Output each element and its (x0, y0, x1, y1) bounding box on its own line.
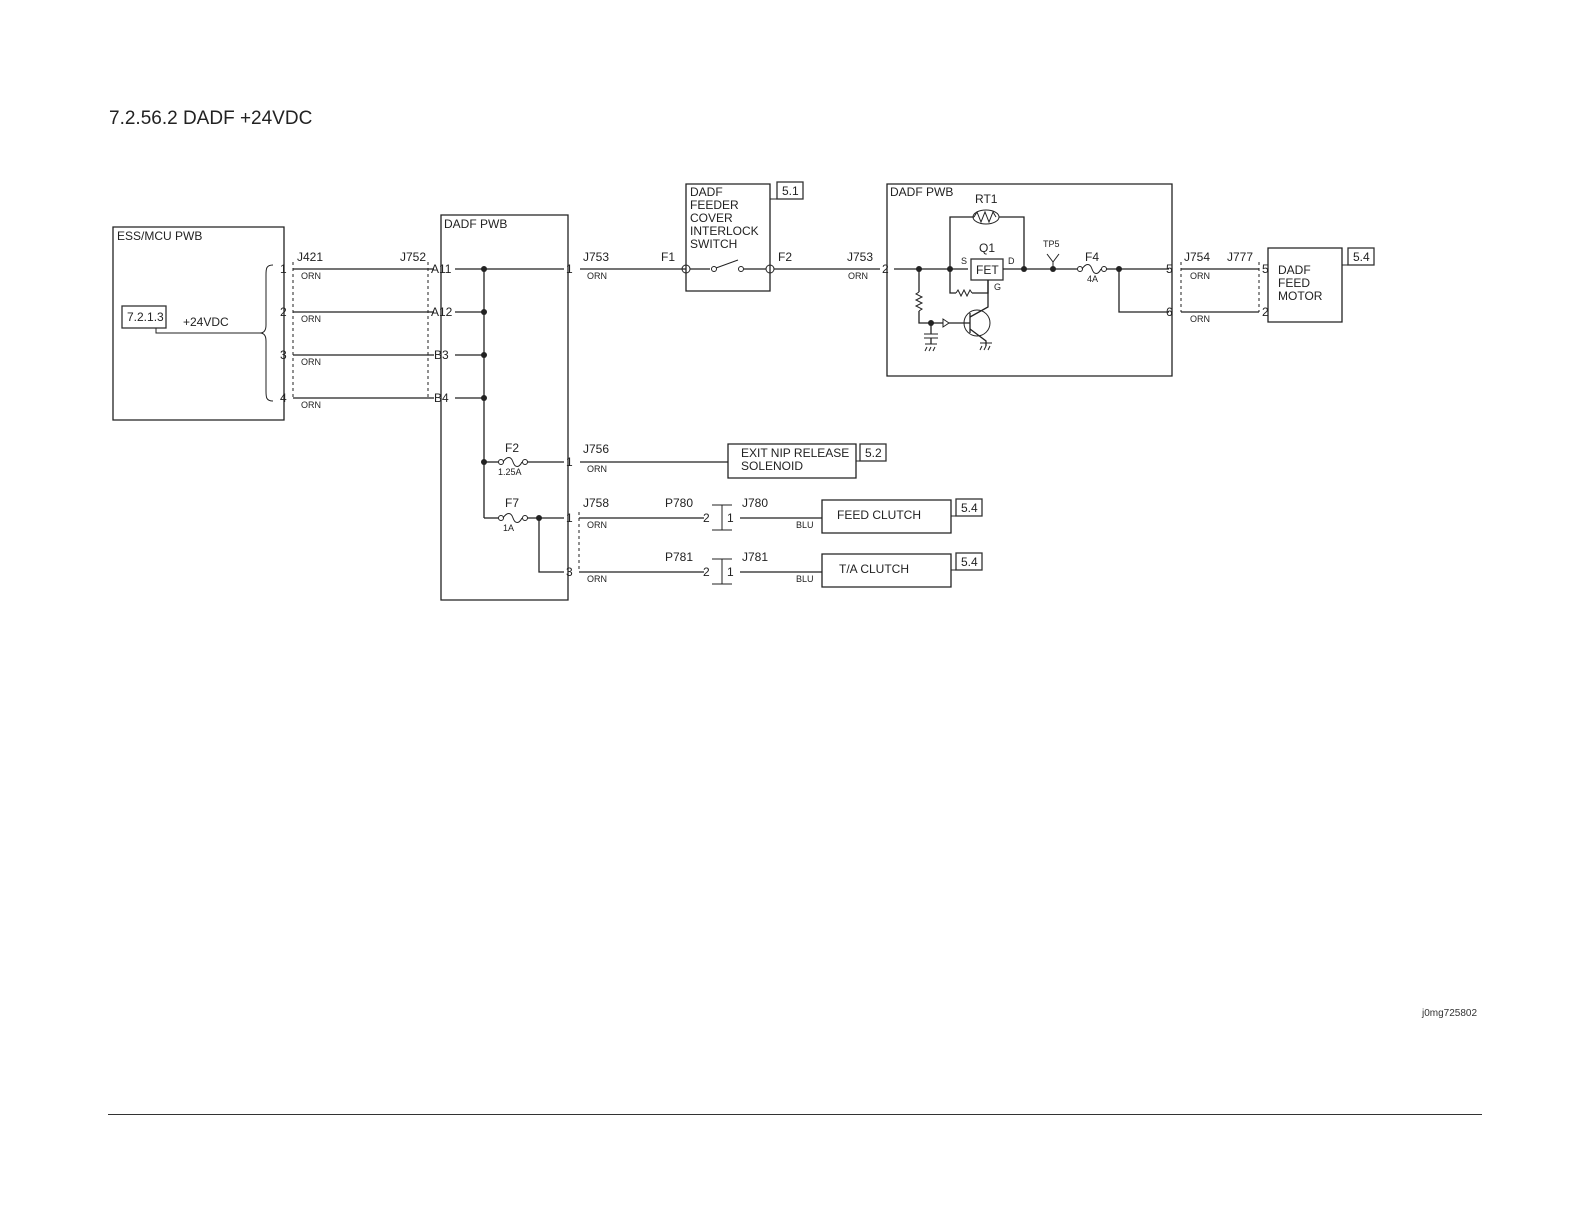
ess-pin-3: 3 (280, 348, 287, 362)
j781-label: J781 (742, 550, 768, 564)
j758-circuit: J758 ORN P780 2 1 J780 BLU FEED CLUTCH 5… (578, 496, 983, 588)
f2-rating: 1.25A (498, 467, 522, 477)
f7-fuse-label: F7 (505, 496, 519, 510)
switch-label-line-3: COVER (690, 211, 733, 225)
wire-color-blu: BLU (796, 574, 814, 584)
switch-label-line-1: DADF (690, 185, 723, 199)
harness-j754-j777: J754 J777 ORN ORN 5 2 (1180, 250, 1269, 324)
ta-clutch-ref-box: 5.4 (961, 555, 978, 569)
wire-color-blu: BLU (796, 520, 814, 530)
solenoid-ref-box: 5.2 (865, 446, 882, 460)
motor-label-line-3: MOTOR (1278, 289, 1323, 303)
fet-drain-label: D (1008, 256, 1015, 266)
wire-color-orn: ORN (587, 464, 607, 474)
f4-label: F4 (1085, 250, 1099, 264)
motor-label-line-1: DADF (1278, 263, 1311, 277)
feed-clutch-ref-box: 5.4 (961, 501, 978, 515)
j754-pin-5: 5 (1166, 262, 1173, 276)
f2-fuse-label: F2 (505, 441, 519, 455)
fet-source-label: S (961, 256, 967, 266)
solenoid-label-line-1: EXIT NIP RELEASE (741, 446, 849, 460)
j752-pin-a11: A11 (431, 262, 452, 276)
j777-pin-5: 5 (1262, 262, 1269, 276)
j754-pin-6: 6 (1166, 305, 1173, 319)
wire-color-orn: ORN (1190, 271, 1210, 281)
p781-label: P781 (665, 550, 693, 564)
wire-color-orn: ORN (301, 400, 321, 410)
f7-rating: 1A (503, 523, 514, 533)
wire-color-orn: ORN (301, 271, 321, 281)
ess-pin-2: 2 (280, 305, 287, 319)
solenoid-label-line-2: SOLENOID (741, 459, 803, 473)
harness-j421-j752: J421 J752 ORN ORN ORN ORN (292, 250, 434, 410)
j753-label: J753 (583, 250, 609, 264)
j777-pin-2: 2 (1262, 305, 1269, 319)
vdc-label: +24VDC (183, 315, 229, 329)
q1-label: Q1 (979, 241, 995, 255)
p781-pin-1: 1 (727, 565, 734, 579)
wire-color-orn: ORN (848, 271, 868, 281)
j777-label: J777 (1227, 250, 1253, 264)
motor-ref-box: 5.4 (1353, 250, 1370, 264)
j752-pin-a12: A12 (431, 305, 453, 319)
j753b-pin-2: 2 (882, 262, 889, 276)
wire-color-orn: ORN (587, 520, 607, 530)
j753b-label: J753 (847, 250, 873, 264)
ess-mcu-pwb-block: ESS/MCU PWB 7.2.1.3 +24VDC 1 2 3 4 (112, 226, 287, 421)
j756-label: J756 (583, 442, 609, 456)
wire-color-orn: ORN (587, 271, 607, 281)
j752-pin-b3: B3 (434, 348, 449, 362)
wire-color-orn: ORN (587, 574, 607, 584)
page-title: 7.2.56.2 DADF +24VDC (109, 108, 313, 129)
figure-id: j0mg725802 (1422, 1008, 1478, 1019)
dadf-pwb-left-block: DADF PWB A11 A12 B3 B4 1 F2 1.25A 1 (431, 214, 573, 601)
dadf-pwb-right-label: DADF PWB (890, 185, 953, 199)
j758-pin-1: 1 (566, 511, 573, 525)
dadf-pwb-left-label: DADF PWB (444, 217, 507, 231)
j758-pin-3: 3 (566, 565, 573, 579)
j421-label: J421 (297, 250, 323, 264)
j756-circuit: J756 ORN EXIT NIP RELEASE SOLENOID 5.2 (580, 442, 887, 479)
p780-pin-1: 1 (727, 511, 734, 525)
wire-color-orn: ORN (1190, 314, 1210, 324)
j754-label: J754 (1184, 250, 1210, 264)
tp5-label: TP5 (1043, 239, 1060, 249)
switch-label-line-5: SWITCH (690, 237, 737, 251)
ta-clutch-label: T/A CLUTCH (839, 562, 909, 576)
wire-color-orn: ORN (301, 357, 321, 367)
ess-ref-box: 7.2.1.3 (127, 310, 164, 324)
f4-rating: 4A (1087, 274, 1098, 284)
dadf-pwb-right-block: DADF PWB RT1 FET Q1 S D G TP5 F4 4A (886, 183, 1173, 377)
j758-label: J758 (583, 496, 609, 510)
switch-ref-box: 5.1 (782, 184, 799, 198)
p780-pin-2: 2 (703, 511, 710, 525)
j753-circuit: J753 ORN F1 DADF FEEDER COVER INTERLOCK … (580, 181, 889, 292)
fet-label: FET (976, 263, 999, 277)
j752-label: J752 (400, 250, 426, 264)
j756-pin-1: 1 (566, 455, 573, 469)
motor-label-line-2: FEED (1278, 276, 1310, 290)
j752-pin-b4: B4 (434, 391, 449, 405)
p780-label: P780 (665, 496, 693, 510)
dadf-feed-motor-block: DADF FEED MOTOR 5.4 (1267, 247, 1375, 323)
j780-label: J780 (742, 496, 768, 510)
f1-label: F1 (661, 250, 675, 264)
p781-pin-2: 2 (703, 565, 710, 579)
ess-pin-4: 4 (280, 391, 287, 405)
footer-divider (108, 1114, 1482, 1115)
wire-color-orn: ORN (301, 314, 321, 324)
f2-label: F2 (778, 250, 792, 264)
fet-gate-label: G (994, 282, 1001, 292)
j753-pin-1: 1 (566, 262, 573, 276)
switch-label-line-4: INTERLOCK (690, 224, 759, 238)
rt1-label: RT1 (975, 192, 998, 206)
feed-clutch-label: FEED CLUTCH (837, 508, 921, 522)
ess-pin-1: 1 (280, 262, 287, 276)
ess-mcu-pwb-label: ESS/MCU PWB (117, 229, 202, 243)
switch-label-line-2: FEEDER (690, 198, 739, 212)
